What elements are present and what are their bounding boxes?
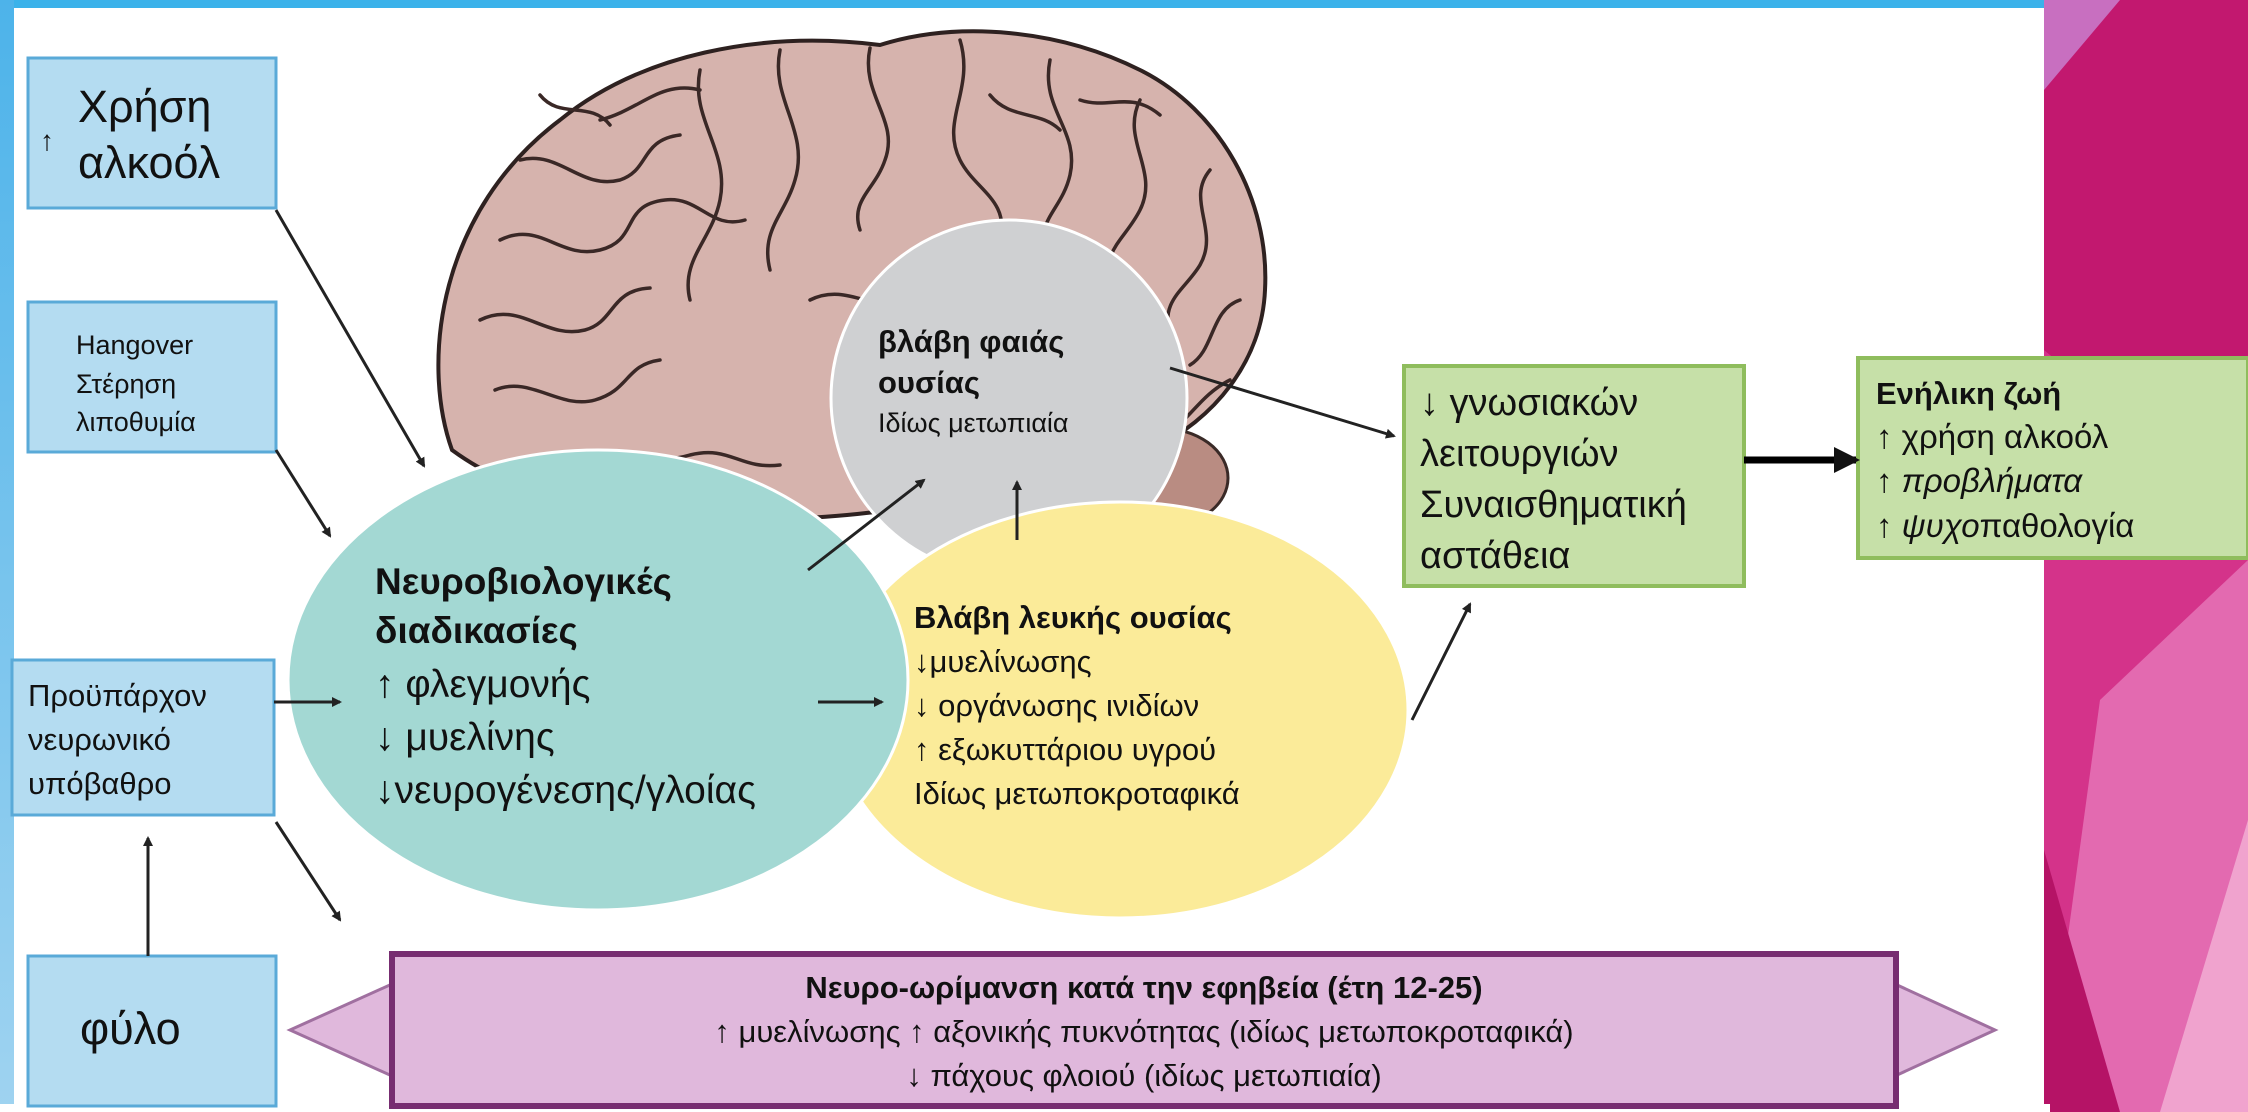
hangover-line-1: Hangover (76, 330, 193, 360)
left-accent-strip (0, 0, 14, 1112)
adult-life-line-3-rest: παθολογία (1980, 507, 2135, 544)
maturation-double-arrow: Νευρο-ωρίμανση κατά την εφηβεία (έτη 12-… (286, 951, 1999, 1109)
arrow-hangover-to-process (274, 449, 332, 538)
adult-life-line-2: ↑ προβλήματα (1876, 462, 2083, 499)
neurobiological-ellipse: Νευροβιολογικές διαδικασίες ↑ φλεγμονής … (286, 448, 910, 912)
adult-life-box: Ενήλικη ζωή ↑ χρήση αλκοόλ ↑ προβλήματα … (1856, 356, 2248, 560)
hangover-line-3: λιποθυμία (76, 407, 196, 437)
white-matter-title: Βλάβη λευκής ουσίας (914, 600, 1232, 635)
cognitive-line-2: λειτουργιών (1420, 433, 1619, 475)
arrow-greymatter-to-cognitive (1169, 366, 1396, 439)
neurobiological-line-2: ↓ μυελίνης (375, 716, 555, 759)
cognitive-line-1: ↓ γνωσιακών (1420, 382, 1638, 424)
white-matter-line-2: ↓ οργάνωσης ινιδίων (914, 688, 1199, 723)
adult-life-line-3: ↑ ψυχοπαθολογία (1876, 507, 2134, 544)
arrow-alcohol-to-process (274, 209, 426, 468)
adult-life-line-3-ital: ψυχο (1902, 507, 1980, 544)
grey-matter-subtitle: Ιδίως μετωπιαία (878, 408, 1069, 438)
connector-arrows (143, 209, 1860, 956)
alcohol-use-box: ↑ Χρήση αλκοόλ (26, 56, 278, 210)
alcohol-use-line-2: αλκοόλ (78, 137, 221, 188)
preexisting-line-1: Προϋπάρχον (28, 678, 207, 713)
top-accent-bar (0, 0, 2050, 8)
sex-box: φύλο (26, 954, 278, 1108)
maturation-box (389, 951, 1899, 1109)
sex-label: φύλο (80, 1003, 181, 1054)
neurobiological-title-2: διαδικασίες (375, 610, 578, 651)
grey-matter-title-2: ουσίας (878, 365, 980, 400)
hangover-box: Hangover Στέρηση λιποθυμία (26, 300, 278, 454)
adult-life-line-2-arrow: ↑ (1876, 462, 1902, 499)
preexisting-box: Προϋπάρχον νευρωνικό υπόβαθρο (10, 658, 276, 817)
adult-life-line-3-arrow: ↑ (1876, 507, 1902, 544)
arrow-process-to-greymatter (807, 478, 926, 572)
cognitive-line-4: αστάθεια (1420, 535, 1570, 577)
neurobiological-line-3: ↓νευρογένεσης/γλοίας (375, 769, 756, 812)
neurobiological-line-1: ↑ φλεγμονής (375, 663, 590, 706)
alcohol-use-line-1: Χρήση (78, 81, 211, 132)
white-matter-line-3: ↑ εξωκυττάριου υγρού (914, 732, 1216, 767)
cognitive-line-3: Συναισθηματική (1420, 484, 1687, 526)
adult-life-line-2-text: προβλήματα (1902, 462, 2084, 499)
white-matter-line-4: Ιδίως μετωποκροταφικά (914, 776, 1240, 811)
neurobiological-title-1: Νευροβιολογικές (375, 561, 672, 602)
white-matter-ellipse: Βλάβη λευκής ουσίας ↓μυελίνωσης ↓ οργάνω… (830, 500, 1410, 920)
maturation-title: Νευρο-ωρίμανση κατά την εφηβεία (έτη 12-… (805, 970, 1482, 1005)
arrow-whitematter-to-cognitive (1410, 602, 1472, 721)
cognitive-box: ↓ γνωσιακών λειτουργιών Συναισθηματική α… (1402, 364, 1746, 588)
adult-life-title: Ενήλικη ζωή (1876, 376, 2061, 411)
up-arrow-icon: ↑ (40, 125, 54, 156)
grey-matter-title-1: βλάβη φαιάς (878, 324, 1064, 359)
white-matter-line-1: ↓μυελίνωσης (914, 644, 1092, 679)
maturation-line-2: ↓ πάχους φλοιού (ιδίως μετωπιαία) (906, 1058, 1381, 1093)
maturation-line-1: ↑ μυελίνωσης ↑ αξονικής πυκνότητας (ιδίω… (714, 1014, 1573, 1049)
adult-life-line-1: ↑ χρήση αλκοόλ (1876, 418, 2109, 455)
arrow-preexisting-to-maturation (274, 821, 342, 922)
hangover-line-2: Στέρηση (76, 369, 176, 399)
preexisting-line-3: υπόβαθρο (28, 766, 171, 801)
preexisting-line-2: νευρωνικό (28, 722, 171, 757)
